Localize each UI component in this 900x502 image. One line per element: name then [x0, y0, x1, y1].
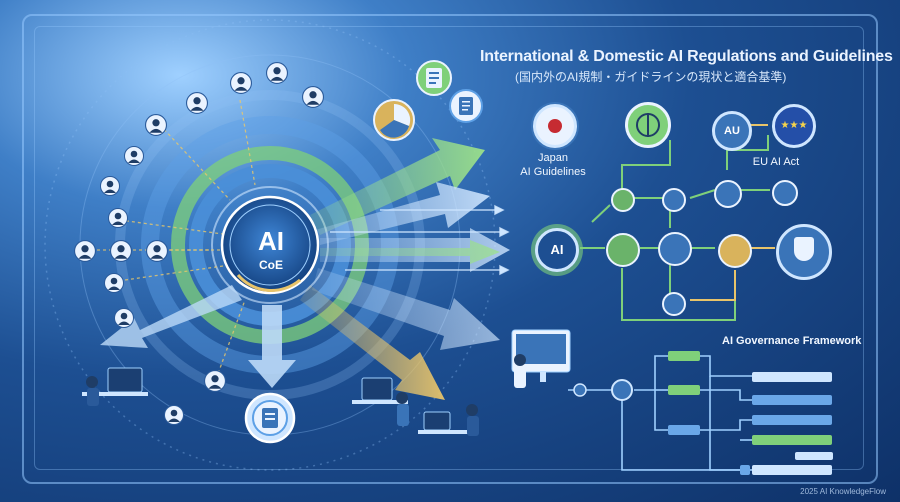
outer-frame — [22, 14, 878, 484]
ai-coe-hub — [220, 195, 320, 295]
framework-blocks — [573, 351, 833, 475]
streak-lines — [330, 204, 510, 276]
eu-label: EU AI Act — [752, 156, 800, 168]
au-node: AU — [712, 111, 752, 151]
japan-pin-icon — [533, 104, 577, 148]
shield-check-icon — [776, 224, 832, 280]
framework-tree-lines — [568, 355, 752, 471]
framework-label: AI Governance Framework — [722, 335, 862, 347]
shield-node-small — [718, 234, 752, 268]
inner-frame — [34, 26, 864, 470]
globe-node-small — [606, 233, 640, 267]
flow-node-2 — [662, 188, 686, 212]
hub-coe-label: CoE — [259, 258, 283, 272]
hub-ai-label: AI — [258, 226, 284, 256]
guideline-doc-icon — [244, 392, 296, 444]
hierarchy-node — [658, 232, 692, 266]
diagram-title: International & Domestic AI Regulations … — [480, 48, 893, 65]
regulation-flow — [580, 124, 775, 321]
diagram-subtitle: (国内外のAI規制・ガイドラインの現状と適合基準) — [515, 70, 787, 84]
flow-ai-node: AI — [535, 228, 579, 272]
globe-icon — [625, 102, 671, 148]
hub-arrows — [100, 138, 510, 400]
flow-node-1 — [611, 188, 635, 212]
document-icons — [373, 60, 483, 141]
eu-stars-icon: ★★★ — [772, 104, 816, 148]
footer-credit: 2025 AI KnowledgeFlow — [800, 487, 886, 496]
flow-node-5 — [662, 292, 686, 316]
flow-node-4 — [772, 180, 798, 206]
japan-label: Japan AI Guidelines — [520, 152, 586, 178]
flow-node-3 — [714, 180, 742, 208]
workspace-illustrations — [82, 329, 571, 436]
